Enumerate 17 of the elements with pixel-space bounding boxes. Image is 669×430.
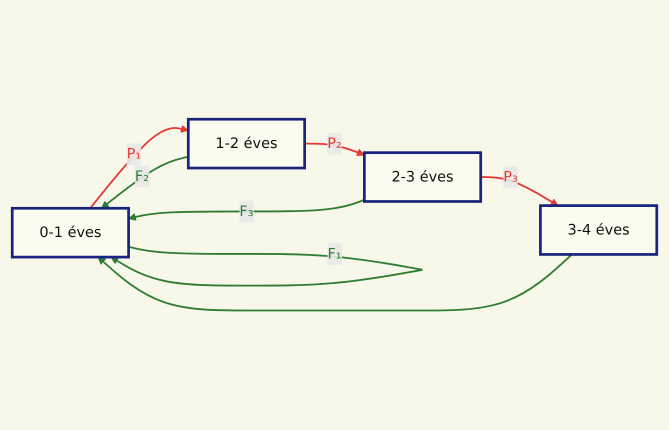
arrow: [110, 246, 423, 287]
arrow: [128, 199, 365, 221]
node-box: 3-4 éves: [539, 204, 658, 256]
arrow: [101, 156, 188, 209]
edge-label: P₂: [327, 134, 342, 152]
edge-label: P₁: [126, 145, 142, 162]
arrow: [98, 254, 573, 312]
arrow: [304, 142, 365, 156]
arrow: [480, 176, 558, 206]
node-box: 0-1 éves: [10, 207, 130, 259]
node-box: 1-2 éves: [186, 118, 306, 170]
edge-label: P₃: [503, 168, 518, 186]
edge-label: F₃: [239, 202, 254, 220]
edge-label: F₁: [327, 245, 342, 262]
edge-label: F₂: [134, 168, 150, 185]
arrow: [89, 125, 189, 209]
node-box: 2-3 éves: [363, 151, 482, 203]
